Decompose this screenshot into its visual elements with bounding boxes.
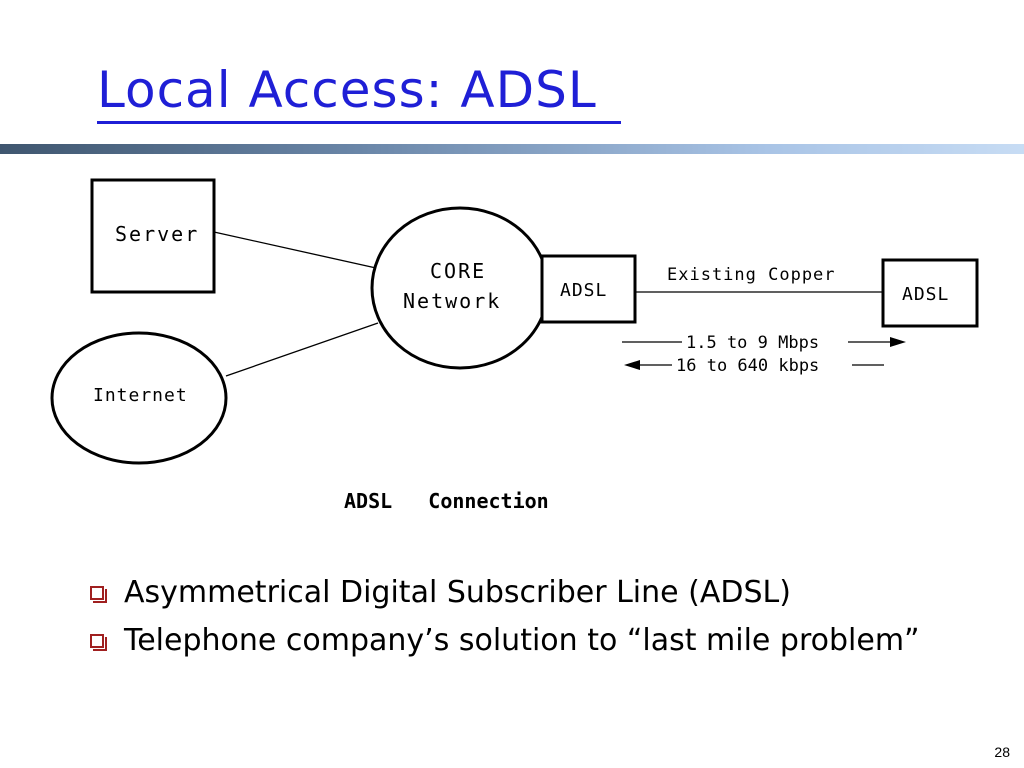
downstream-arrowhead bbox=[890, 337, 906, 347]
upstream-arrowhead bbox=[624, 360, 640, 370]
server-core-link bbox=[213, 231, 377, 269]
slide-title: Local Access: ADSL bbox=[97, 61, 597, 119]
square-bullet-icon bbox=[90, 634, 107, 651]
upstream-label: 16 to 640 kbps bbox=[676, 356, 819, 376]
bullet-item: Telephone company’s solution to “last mi… bbox=[90, 616, 920, 664]
bullet-list: Asymmetrical Digital Subscriber Line (AD… bbox=[90, 568, 920, 664]
bullet-text: Asymmetrical Digital Subscriber Line (AD… bbox=[124, 574, 791, 610]
adsl-right-label: ADSL bbox=[902, 284, 949, 305]
adsl-diagram: Server Internet CORE Network ADSL Existi… bbox=[50, 178, 979, 513]
core-label-line1: CORE bbox=[430, 259, 486, 283]
adsl-left-label: ADSL bbox=[560, 280, 607, 301]
adsl-box-right bbox=[881, 258, 979, 328]
page-number: 28 bbox=[994, 744, 1010, 760]
title-underline bbox=[97, 121, 621, 124]
bullet-item: Asymmetrical Digital Subscriber Line (AD… bbox=[90, 568, 920, 616]
core-network-circle bbox=[370, 206, 550, 370]
server-box bbox=[90, 178, 216, 294]
internet-label: Internet bbox=[93, 385, 188, 406]
diagram-caption: ADSL Connection bbox=[344, 489, 549, 513]
adsl-box-left bbox=[540, 254, 637, 324]
internet-cloud bbox=[50, 331, 228, 465]
bullet-text: Telephone company’s solution to “last mi… bbox=[124, 622, 920, 658]
square-bullet-icon bbox=[90, 586, 107, 603]
server-label: Server bbox=[115, 222, 199, 246]
core-label-line2: Network bbox=[403, 289, 501, 313]
downstream-label: 1.5 to 9 Mbps bbox=[686, 333, 819, 353]
internet-core-link bbox=[225, 322, 379, 377]
copper-label: Existing Copper bbox=[667, 265, 836, 285]
header-gradient-bar bbox=[0, 144, 1024, 154]
